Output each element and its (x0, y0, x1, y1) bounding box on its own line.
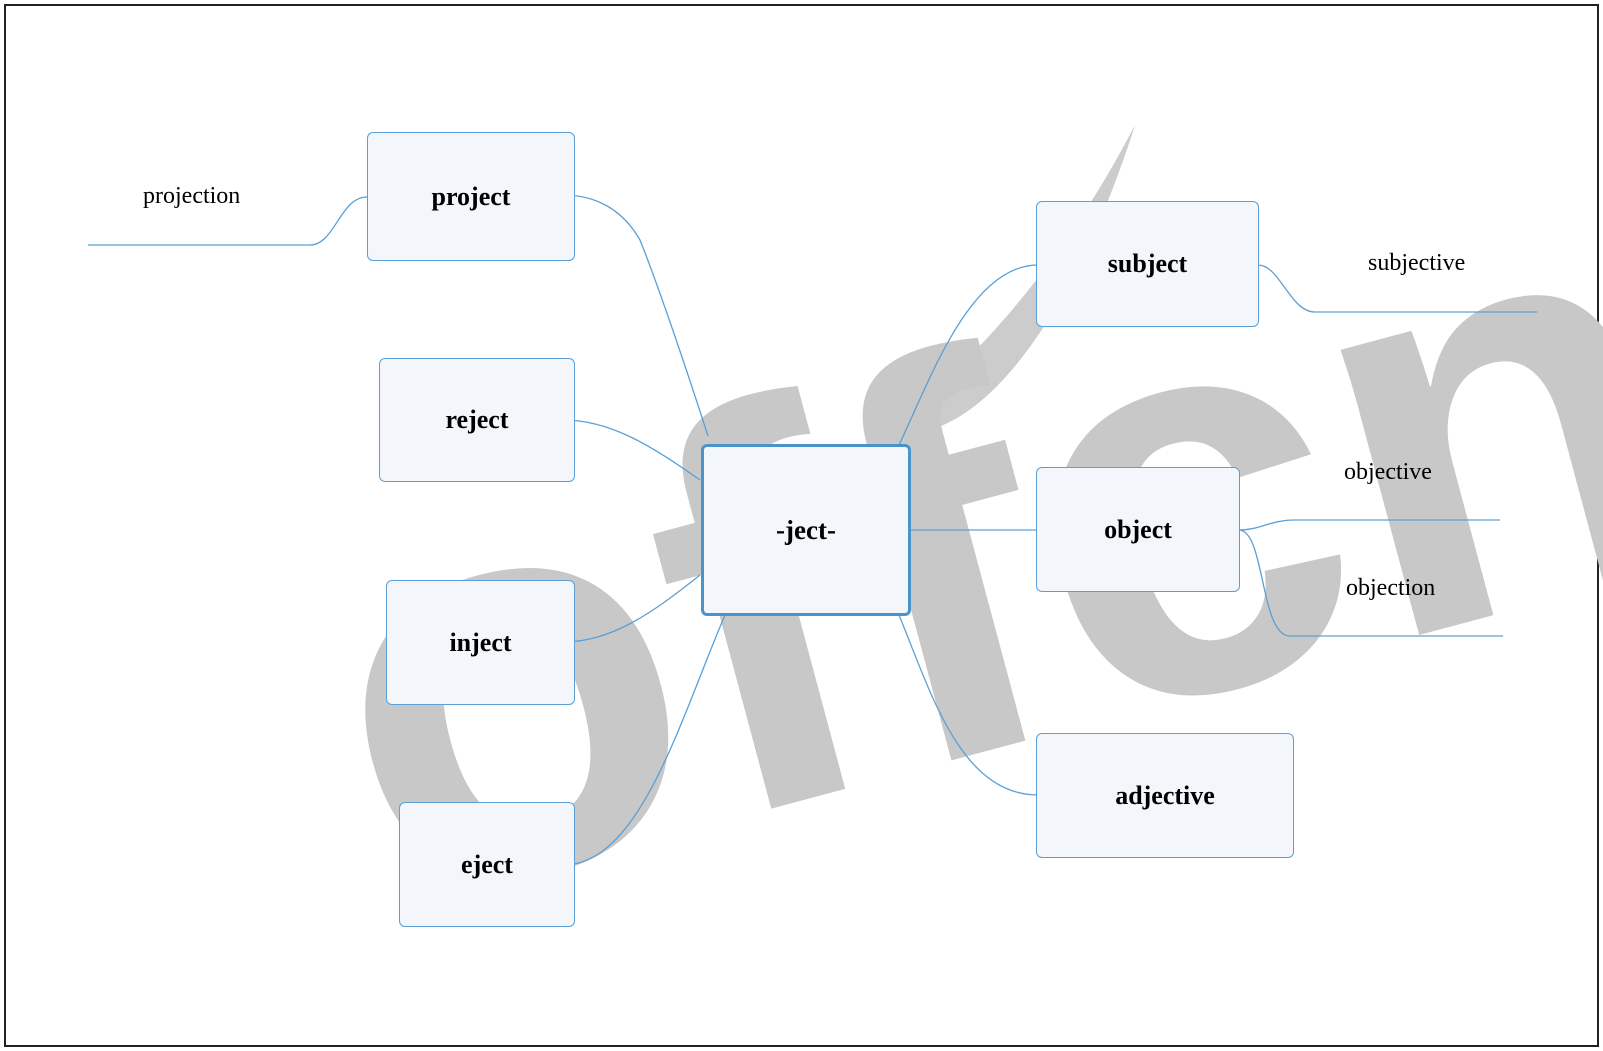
node-inject[interactable]: inject (386, 580, 575, 705)
connector-subject (898, 264, 1039, 446)
connector-projection (88, 196, 368, 246)
leaf-objective[interactable]: objective (1344, 459, 1432, 485)
node-adjective[interactable]: adjective (1036, 733, 1294, 858)
connector-reject (562, 419, 701, 481)
connector-adjective (898, 614, 1039, 796)
connector-project (562, 194, 709, 437)
leaf-subjective[interactable]: subjective (1368, 250, 1466, 276)
node-reject[interactable]: reject (379, 358, 575, 482)
leaf-projection[interactable]: projection (143, 183, 241, 209)
connector-subjective (1257, 264, 1537, 313)
node-project[interactable]: project (367, 132, 575, 261)
leaf-objection[interactable]: objection (1346, 575, 1436, 601)
connector-objection (1238, 529, 1503, 637)
center-node[interactable]: -ject- (701, 444, 911, 616)
node-subject[interactable]: subject (1036, 201, 1259, 327)
node-object[interactable]: object (1036, 467, 1240, 592)
node-eject[interactable]: eject (399, 802, 575, 927)
connector-eject (562, 614, 726, 866)
page-border (4, 4, 1599, 1047)
connector-objective (1238, 519, 1500, 531)
connector-inject (562, 574, 701, 643)
